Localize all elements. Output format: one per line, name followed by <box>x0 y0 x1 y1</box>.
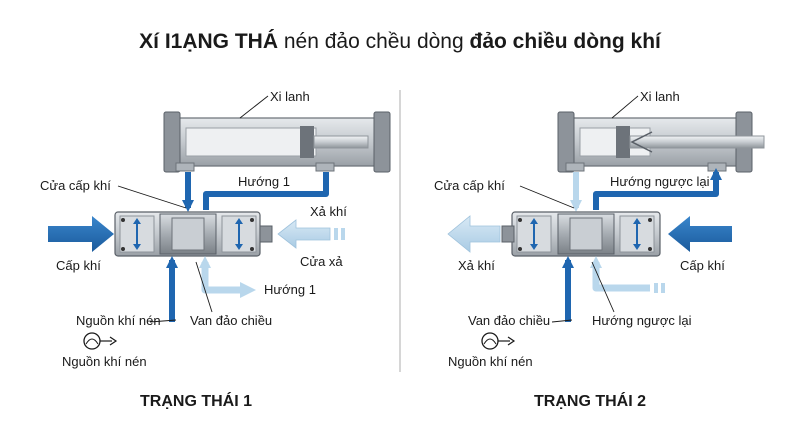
state-1-panel: Xi lanh Cửa cấp khí Hướng 1 Xả khí Cấp k… <box>40 89 391 410</box>
exhaust-arrow-icon <box>447 215 501 253</box>
label-van-dao-chieu-left: Van đảo chiều <box>190 313 272 328</box>
title-bold-part-3: đảo chiều dòng khí <box>469 30 661 53</box>
title-part-2: nén đảo chều dòng <box>278 30 470 53</box>
supply-arrow-icon <box>48 216 114 252</box>
title-bold-part-1: Xí I1ẠNG THÁ <box>139 30 278 53</box>
label-xa-khi-left: Xả khí <box>310 204 347 219</box>
supply-arrow-icon <box>668 216 732 252</box>
state-2-label: TRẠNG THÁI 2 <box>534 391 646 410</box>
label-nguon-khi-nen-bottom-left: Nguồn khí nén <box>62 354 147 369</box>
label-van-dao-chieu-right: Van đảo chiều <box>468 313 550 328</box>
state-1-label: TRẠNG THÁI 1 <box>140 391 252 410</box>
pressure-source-icon <box>83 332 118 350</box>
label-cap-khi-left: Cấp khí <box>56 258 101 273</box>
cylinder <box>163 111 391 173</box>
exhaust-arrow-icon <box>277 219 331 249</box>
label-cua-cap-khi-left: Cửa cấp khí <box>40 178 111 193</box>
label-cua-xa: Cửa xả <box>300 254 343 269</box>
label-huong-1-top: Hướng 1 <box>238 174 290 189</box>
label-huong-nguoc-lai-bottom: Hướng ngược lại <box>592 313 692 328</box>
label-cua-cap-khi-right: Cửa cấp khí <box>434 178 505 193</box>
label-xi-lanh-left: Xi lanh <box>270 89 310 104</box>
flow-arrow-icon <box>240 282 256 298</box>
state-2-panel: Xi lanh Cửa cấp khí Hướng ngược lại Xả k… <box>434 89 765 410</box>
label-huong-1-bottom: Hướng 1 <box>264 282 316 297</box>
pressure-source-icon <box>481 332 516 350</box>
page-title: Xí I1ẠNG THÁ nén đảo chều dòng đảo chiều… <box>0 30 800 54</box>
label-xi-lanh-right: Xi lanh <box>640 89 680 104</box>
valve-body <box>501 211 661 257</box>
label-cap-khi-right: Cấp khí <box>680 258 725 273</box>
label-nguon-khi-nen-right: Nguồn khí nén <box>448 354 533 369</box>
valve-body <box>114 211 273 257</box>
cylinder <box>557 111 765 173</box>
label-nguon-khi-nen-top-left: Nguồn khí nén <box>76 313 161 328</box>
label-xa-khi-right: Xả khí <box>458 258 495 273</box>
label-huong-nguoc-lai-top: Hướng ngược lại <box>610 174 710 189</box>
